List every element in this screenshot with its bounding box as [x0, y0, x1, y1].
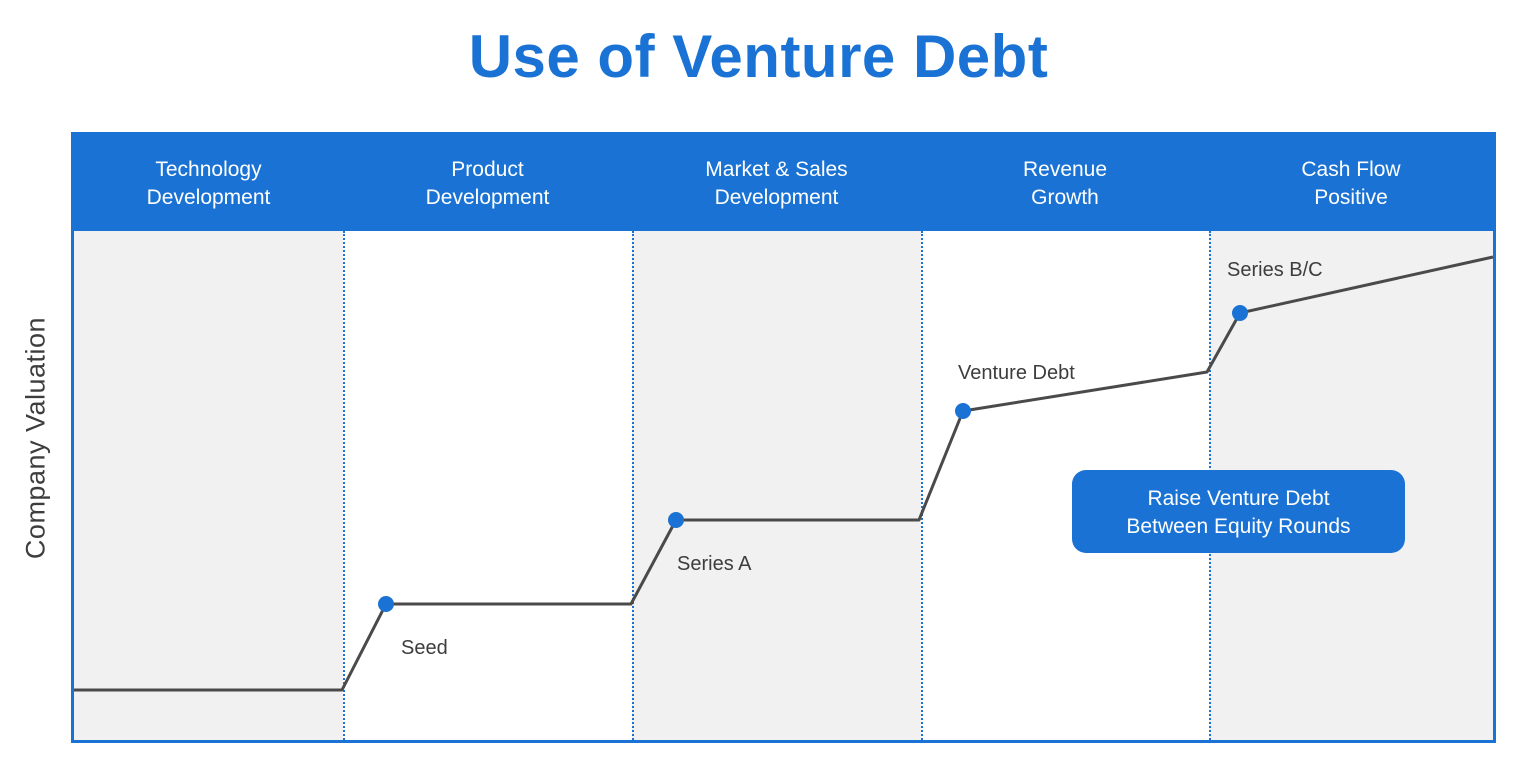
milestone-label-series-a: Series A [677, 553, 752, 575]
diagram-frame: Technology Development Product Developme… [71, 132, 1496, 743]
milestone-marker-series-bc [1232, 305, 1248, 321]
valuation-line [74, 255, 1494, 692]
milestone-label-series-bc: Series B/C [1227, 259, 1323, 281]
stage-header: Market & Sales Development [705, 158, 848, 209]
milestone-label-venture-debt: Venture Debt [958, 362, 1075, 384]
stage-header: Product Development [425, 158, 550, 209]
milestone-marker-series-a [668, 512, 684, 528]
stage-header: Revenue Growth [1022, 158, 1108, 209]
stage-header: Technology Development [146, 158, 271, 209]
page-title: Use of Venture Debt [468, 23, 1049, 90]
stage-header: Cash Flow Positive [1301, 158, 1401, 209]
milestone-marker-seed [378, 596, 394, 612]
stage-band [343, 231, 632, 740]
stage-band [632, 231, 921, 740]
stage-band [74, 231, 343, 740]
stage-header-row: Technology Development Product Developme… [74, 135, 1493, 231]
milestone-marker-venture-debt [955, 403, 971, 419]
milestone-label-seed: Seed [401, 637, 448, 659]
callout-box: Raise Venture Debt Between Equity Rounds [1072, 470, 1405, 553]
